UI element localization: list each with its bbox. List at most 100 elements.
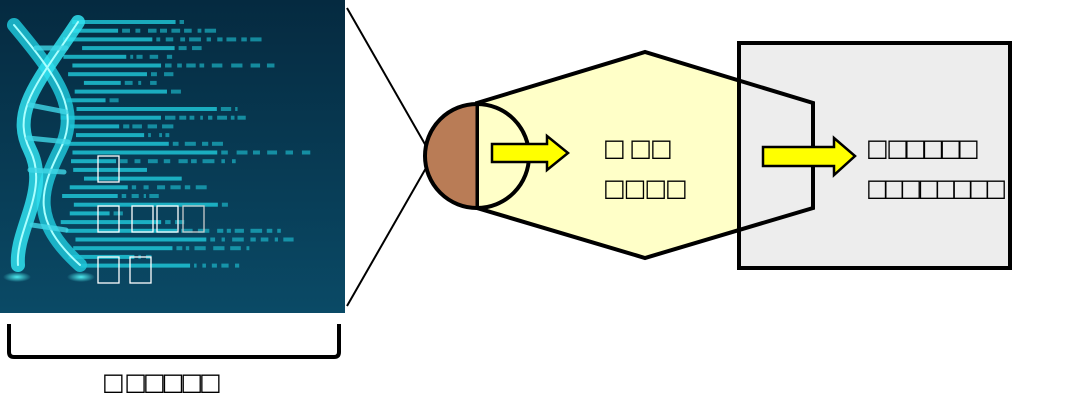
code-fragment [283,237,294,242]
code-fragment [220,107,232,111]
code-fragment [210,237,216,242]
code-fragment [197,28,202,33]
code-fragment [136,54,143,59]
code-line [73,167,147,172]
code-line [60,220,162,225]
arrow-right-icon [761,135,857,178]
code-fragment [149,54,159,59]
code-fragment [217,37,223,42]
dna-image [0,0,345,313]
code-fragment [150,80,157,85]
code-fragment [285,150,293,155]
code-fragment [109,98,119,103]
code-fragment [274,237,278,242]
code-fragment [184,185,191,190]
code-line [72,20,176,24]
code-fragment [131,194,139,198]
code-fragment [208,115,213,120]
code-fragment [121,194,127,198]
code-fragment [148,133,151,138]
code-fragment [266,63,275,68]
code-fragment [180,37,186,42]
code-fragment [178,46,187,51]
code-fragment [171,28,181,33]
code-fragment [192,46,202,51]
code-fragment [250,37,262,42]
code-fragment [232,237,244,242]
code-fragment [123,124,130,129]
arrow-right-icon [490,133,570,173]
code-fragment [211,141,223,146]
code-line [82,46,175,51]
zoom-line-bottom [346,167,427,307]
code-fragment [162,124,174,129]
code-fragment [165,37,174,42]
code-fragment [166,54,173,59]
code-fragment [163,159,171,164]
code-line [72,63,162,68]
code-fragment [164,115,176,120]
code-fragment [211,263,217,268]
code-fragment [221,150,228,155]
code-fragment [221,263,229,268]
code-line [75,237,207,242]
code-fragment [230,115,235,120]
code-fragment [221,202,228,207]
code-fragment [120,159,128,164]
code-fragment [113,211,123,216]
code-fragment [217,228,224,233]
code-fragment [170,89,181,94]
code-line [65,228,178,233]
code-fragment [267,150,278,155]
code-fragment [200,115,203,120]
code-fragment [177,63,182,68]
code-line [74,89,167,94]
code-fragment [160,28,167,33]
code-fragment [199,63,205,68]
code-fragment [157,185,166,190]
code-fragment [132,124,142,129]
code-fragment [185,246,190,251]
code-fragment [213,246,225,251]
code-fragment [260,237,269,242]
code-line [72,28,119,33]
output-label-line2: □□□ □□□□□ [866,174,1007,202]
code-fragment [147,28,157,33]
code-fragment [230,246,241,251]
code-fragment [179,20,184,24]
code-fragment [236,150,248,155]
code-line [63,54,127,59]
code-fragment [217,115,228,120]
code-fragment [184,28,192,33]
code-fragment [237,115,246,120]
code-fragment [130,54,134,59]
code-fragment [186,63,196,68]
code-fragment [202,141,209,146]
image-caption: □ □□□□□ [102,368,222,396]
code-fragment [191,159,197,164]
code-line [73,246,173,251]
code-fragment [150,72,157,77]
code-line [76,107,217,111]
code-line [68,72,147,77]
code-fragment [170,185,181,190]
code-fragment [226,228,231,233]
code-fragment [189,37,201,42]
code-line [80,263,191,268]
code-fragment [178,159,188,164]
code-fragment [266,228,273,233]
code-line [75,133,145,138]
code-fragment [194,246,206,251]
code-fragment [143,185,149,190]
code-line [69,211,110,216]
code-fragment [250,228,263,233]
code-fragment [206,37,211,42]
code-fragment [277,228,281,233]
code-fragment [147,159,158,164]
code-fragment [252,150,260,155]
code-fragment [122,28,130,33]
lens-circle [423,102,531,210]
code-fragment [147,124,158,129]
code-fragment [221,159,225,164]
code-fragment [204,28,217,33]
